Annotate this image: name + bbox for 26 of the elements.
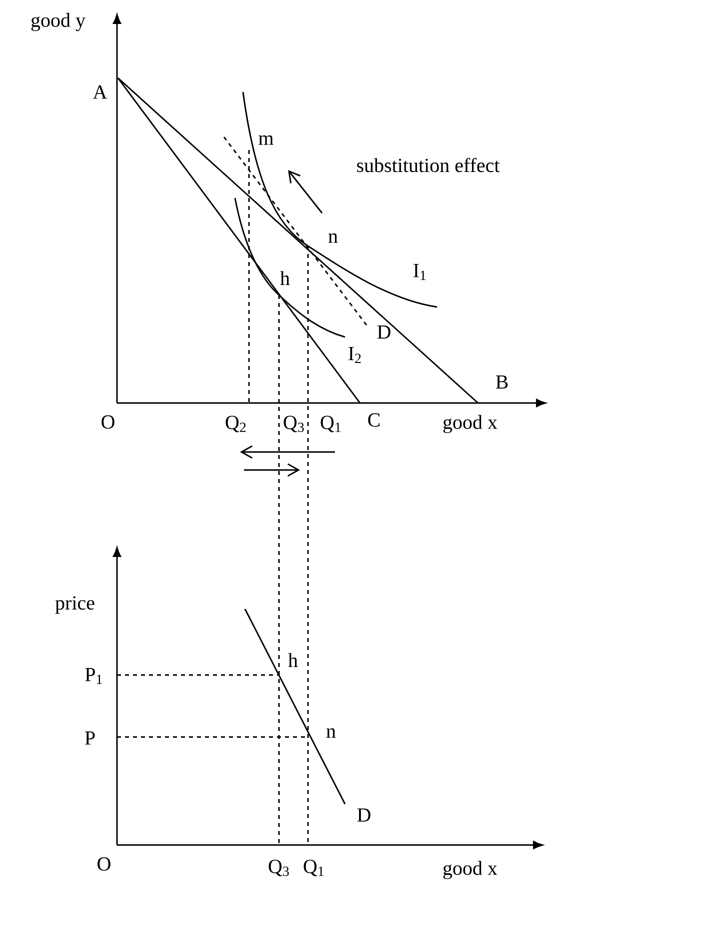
axis-label: good y (31, 12, 86, 32)
point-label: m (258, 135, 274, 145)
curve-label: D (357, 808, 370, 822)
axis-tick-label: P$_{1}$ (85, 668, 102, 684)
axis-tick-label: Q$_{2}$ (226, 416, 246, 432)
axis-tick-label: P (85, 731, 95, 745)
point-label: A (92, 85, 108, 99)
point-label: O (98, 857, 110, 871)
axis-label: good x (443, 860, 498, 880)
point-label: O (102, 415, 114, 429)
point-label: n (326, 728, 336, 738)
point-label: n (328, 233, 338, 243)
curve-label: I$_{2}$ (348, 347, 361, 363)
axis-label: good x (443, 414, 498, 434)
axis-tick-label: Q$_{1}$ (304, 860, 324, 876)
point-label: B (496, 375, 508, 389)
point-label: C (368, 413, 380, 427)
curve-label: D (377, 325, 390, 339)
axis-label: price (55, 596, 94, 614)
axis-tick-label: Q$_{1}$ (320, 416, 341, 432)
axis-tick-label: Q$_{3}$ (284, 416, 304, 432)
curve-label: I$_{1}$ (414, 264, 426, 280)
point-label: h (288, 653, 298, 667)
effect-label: substitution effect (357, 158, 500, 172)
axis-tick-label: Q$_{3}$ (268, 860, 289, 876)
point-label: h (280, 271, 290, 285)
